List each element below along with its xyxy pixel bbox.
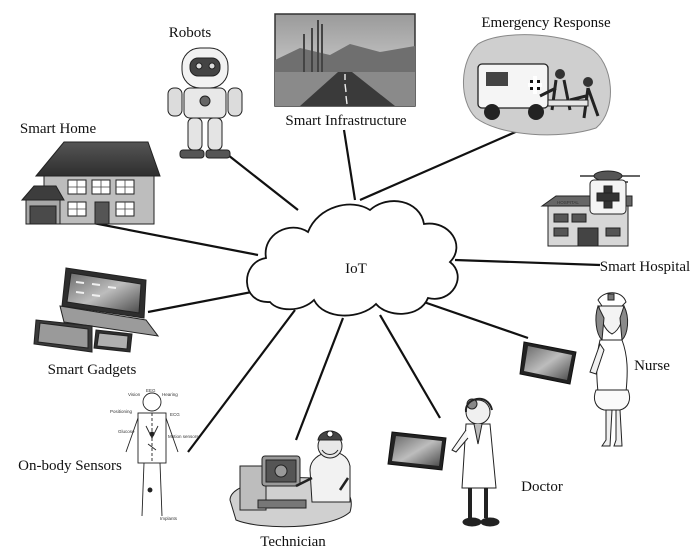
smart-hospital-node: HOSPITAL Smart Hospital bbox=[540, 170, 690, 275]
hospital-icon bbox=[540, 170, 640, 247]
sensor-annotation: Glucose bbox=[118, 429, 135, 434]
link-technician bbox=[294, 317, 345, 441]
iot-cloud: IoT bbox=[246, 200, 459, 317]
on-body-sensors-label: On-body Sensors bbox=[18, 458, 122, 474]
technician-icon bbox=[229, 430, 352, 528]
link-smart-gadgets bbox=[147, 288, 263, 314]
body-sensors-icon bbox=[125, 392, 179, 517]
connection-lines bbox=[87, 128, 601, 453]
doctor-label: Doctor bbox=[521, 479, 563, 495]
on-body-sensors-node: Vision EEG Hearing Positioning ECG Gluco… bbox=[18, 388, 199, 521]
sensor-annotations: Vision EEG Hearing Positioning ECG Gluco… bbox=[110, 388, 199, 521]
nurse-icon bbox=[589, 292, 631, 447]
gadgets-icon bbox=[33, 267, 160, 353]
link-smart-home bbox=[87, 220, 259, 257]
tablet-icon bbox=[519, 341, 577, 385]
smart-infrastructure-label: Smart Infrastructure bbox=[285, 113, 407, 129]
smart-gadgets-label: Smart Gadgets bbox=[48, 362, 137, 378]
emergency-response-label: Emergency Response bbox=[481, 15, 611, 31]
sensor-annotation: Hearing bbox=[162, 392, 178, 397]
link-nurse bbox=[417, 298, 529, 340]
hospital-sign: HOSPITAL bbox=[557, 200, 579, 205]
doctor-icon bbox=[451, 398, 500, 527]
link-robots bbox=[227, 154, 299, 211]
robot-node: Robots bbox=[167, 25, 243, 159]
sensor-annotation: ECG bbox=[170, 412, 180, 417]
sensor-annotation: Vision bbox=[128, 392, 141, 397]
doctor-node: Doctor bbox=[387, 398, 563, 527]
link-emergency-response bbox=[359, 128, 521, 202]
house-icon bbox=[20, 141, 161, 225]
sensor-annotation: Positioning bbox=[110, 409, 133, 414]
sensor-annotation: EEG bbox=[146, 388, 156, 393]
technician-node: Technician bbox=[229, 430, 352, 550]
emergency-response-node: Emergency Response bbox=[463, 15, 611, 136]
smart-gadgets-node: Smart Gadgets bbox=[33, 267, 160, 378]
smart-home-node: Smart Home bbox=[20, 121, 161, 225]
ambulance-icon bbox=[463, 34, 611, 136]
nurse-node: Nurse bbox=[519, 292, 670, 447]
nurse-label: Nurse bbox=[634, 358, 670, 374]
sensor-annotation: Motion sensors bbox=[168, 434, 199, 439]
highway-icon bbox=[274, 13, 416, 107]
robot-icon bbox=[167, 47, 243, 159]
tablet-icon bbox=[387, 431, 447, 471]
sensor-annotation: Implants bbox=[160, 516, 178, 521]
smart-hospital-label: Smart Hospital bbox=[600, 259, 690, 275]
link-smart-hospital bbox=[454, 258, 601, 267]
link-doctor bbox=[379, 314, 441, 419]
smart-infrastructure-node: Smart Infrastructure bbox=[274, 13, 416, 129]
link-smart-infrastructure bbox=[342, 129, 357, 201]
iot-label: IoT bbox=[345, 261, 367, 277]
robots-label: Robots bbox=[169, 25, 212, 41]
technician-label: Technician bbox=[260, 534, 326, 550]
link-on-body-sensors bbox=[187, 309, 296, 453]
smart-home-label: Smart Home bbox=[20, 121, 97, 137]
